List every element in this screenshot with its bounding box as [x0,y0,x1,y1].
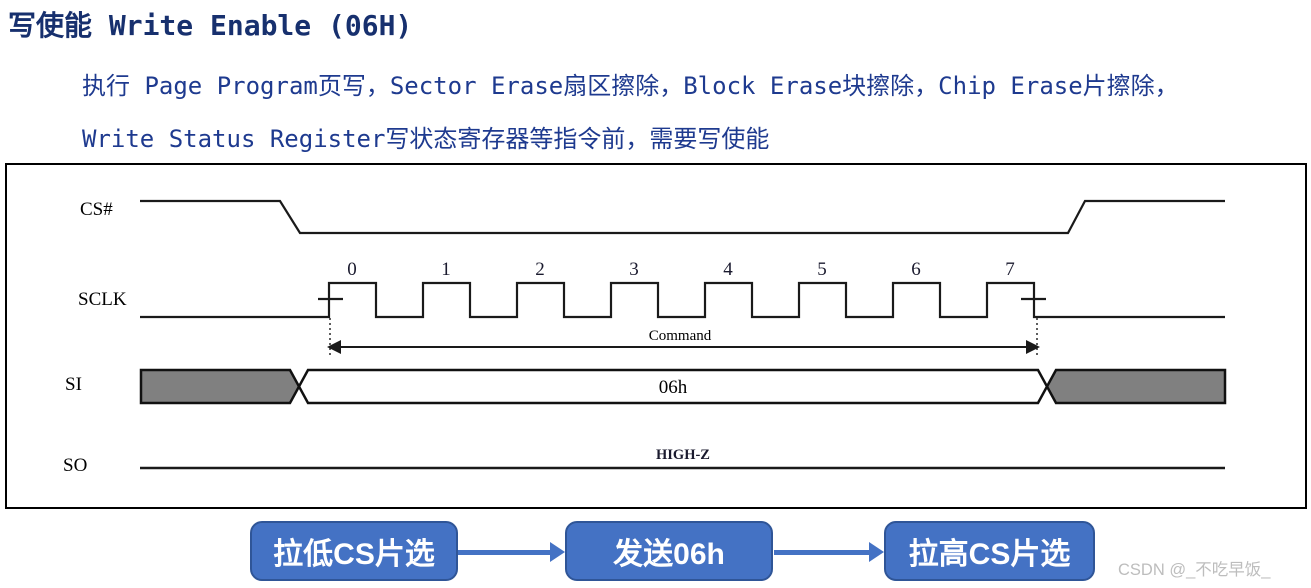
so-highz-label: HIGH-Z [656,447,710,463]
flow-arrow-2-shaft [774,549,870,555]
command-arrowhead-right [1026,340,1040,354]
clock-number-4: 4 [723,259,733,280]
si-signal-label: SI [65,374,82,395]
si-bus-undefined-left [139,368,301,405]
si-bus-undefined-right [1045,368,1227,405]
watermark: CSDN @_不吃早饭_ [1118,561,1271,579]
clock-number-0: 0 [347,259,357,280]
paragraph-line-2: Write Status Register写状态寄存器等指令前，需要写使能 [82,125,770,153]
clock-number-7: 7 [1005,259,1015,280]
page-title: 写使能 Write Enable (06H) [8,9,413,42]
flow-arrow-1-shaft [458,549,551,555]
flow-step-pull-cs-high: 拉高CS片选 [884,521,1095,581]
clock-number-2: 2 [535,259,545,280]
flow-step-send-06h: 发送06h [565,521,773,581]
clock-number-5: 5 [817,259,827,280]
clock-number-6: 6 [911,259,921,280]
cs-waveform [140,199,1225,235]
timing-diagram-svg: CS# 0 1 2 3 4 5 6 7 SCLK Command SI 06h … [63,199,1227,476]
clock-number-1: 1 [441,259,451,280]
flow-step-pull-cs-low: 拉低CS片选 [250,521,458,581]
timing-diagram: CS# 0 1 2 3 4 5 6 7 SCLK Command SI 06h … [5,163,1307,509]
paragraph-line-1: 执行 Page Program页写，Sector Erase扇区擦除，Block… [82,72,1179,100]
command-span-label: Command [649,328,712,344]
clock-number-3: 3 [629,259,639,280]
si-bus-value: 06h [659,377,688,398]
sclk-waveform [140,281,1225,319]
sclk-signal-label: SCLK [78,289,127,310]
flow-arrow-1-head-icon [550,542,565,562]
flow-arrow-2-head-icon [869,542,884,562]
cs-signal-label: CS# [80,199,113,220]
command-arrowhead-left [327,340,341,354]
flow-arrow-1 [458,542,565,562]
so-signal-label: SO [63,455,87,476]
flow-arrow-2 [774,542,884,562]
